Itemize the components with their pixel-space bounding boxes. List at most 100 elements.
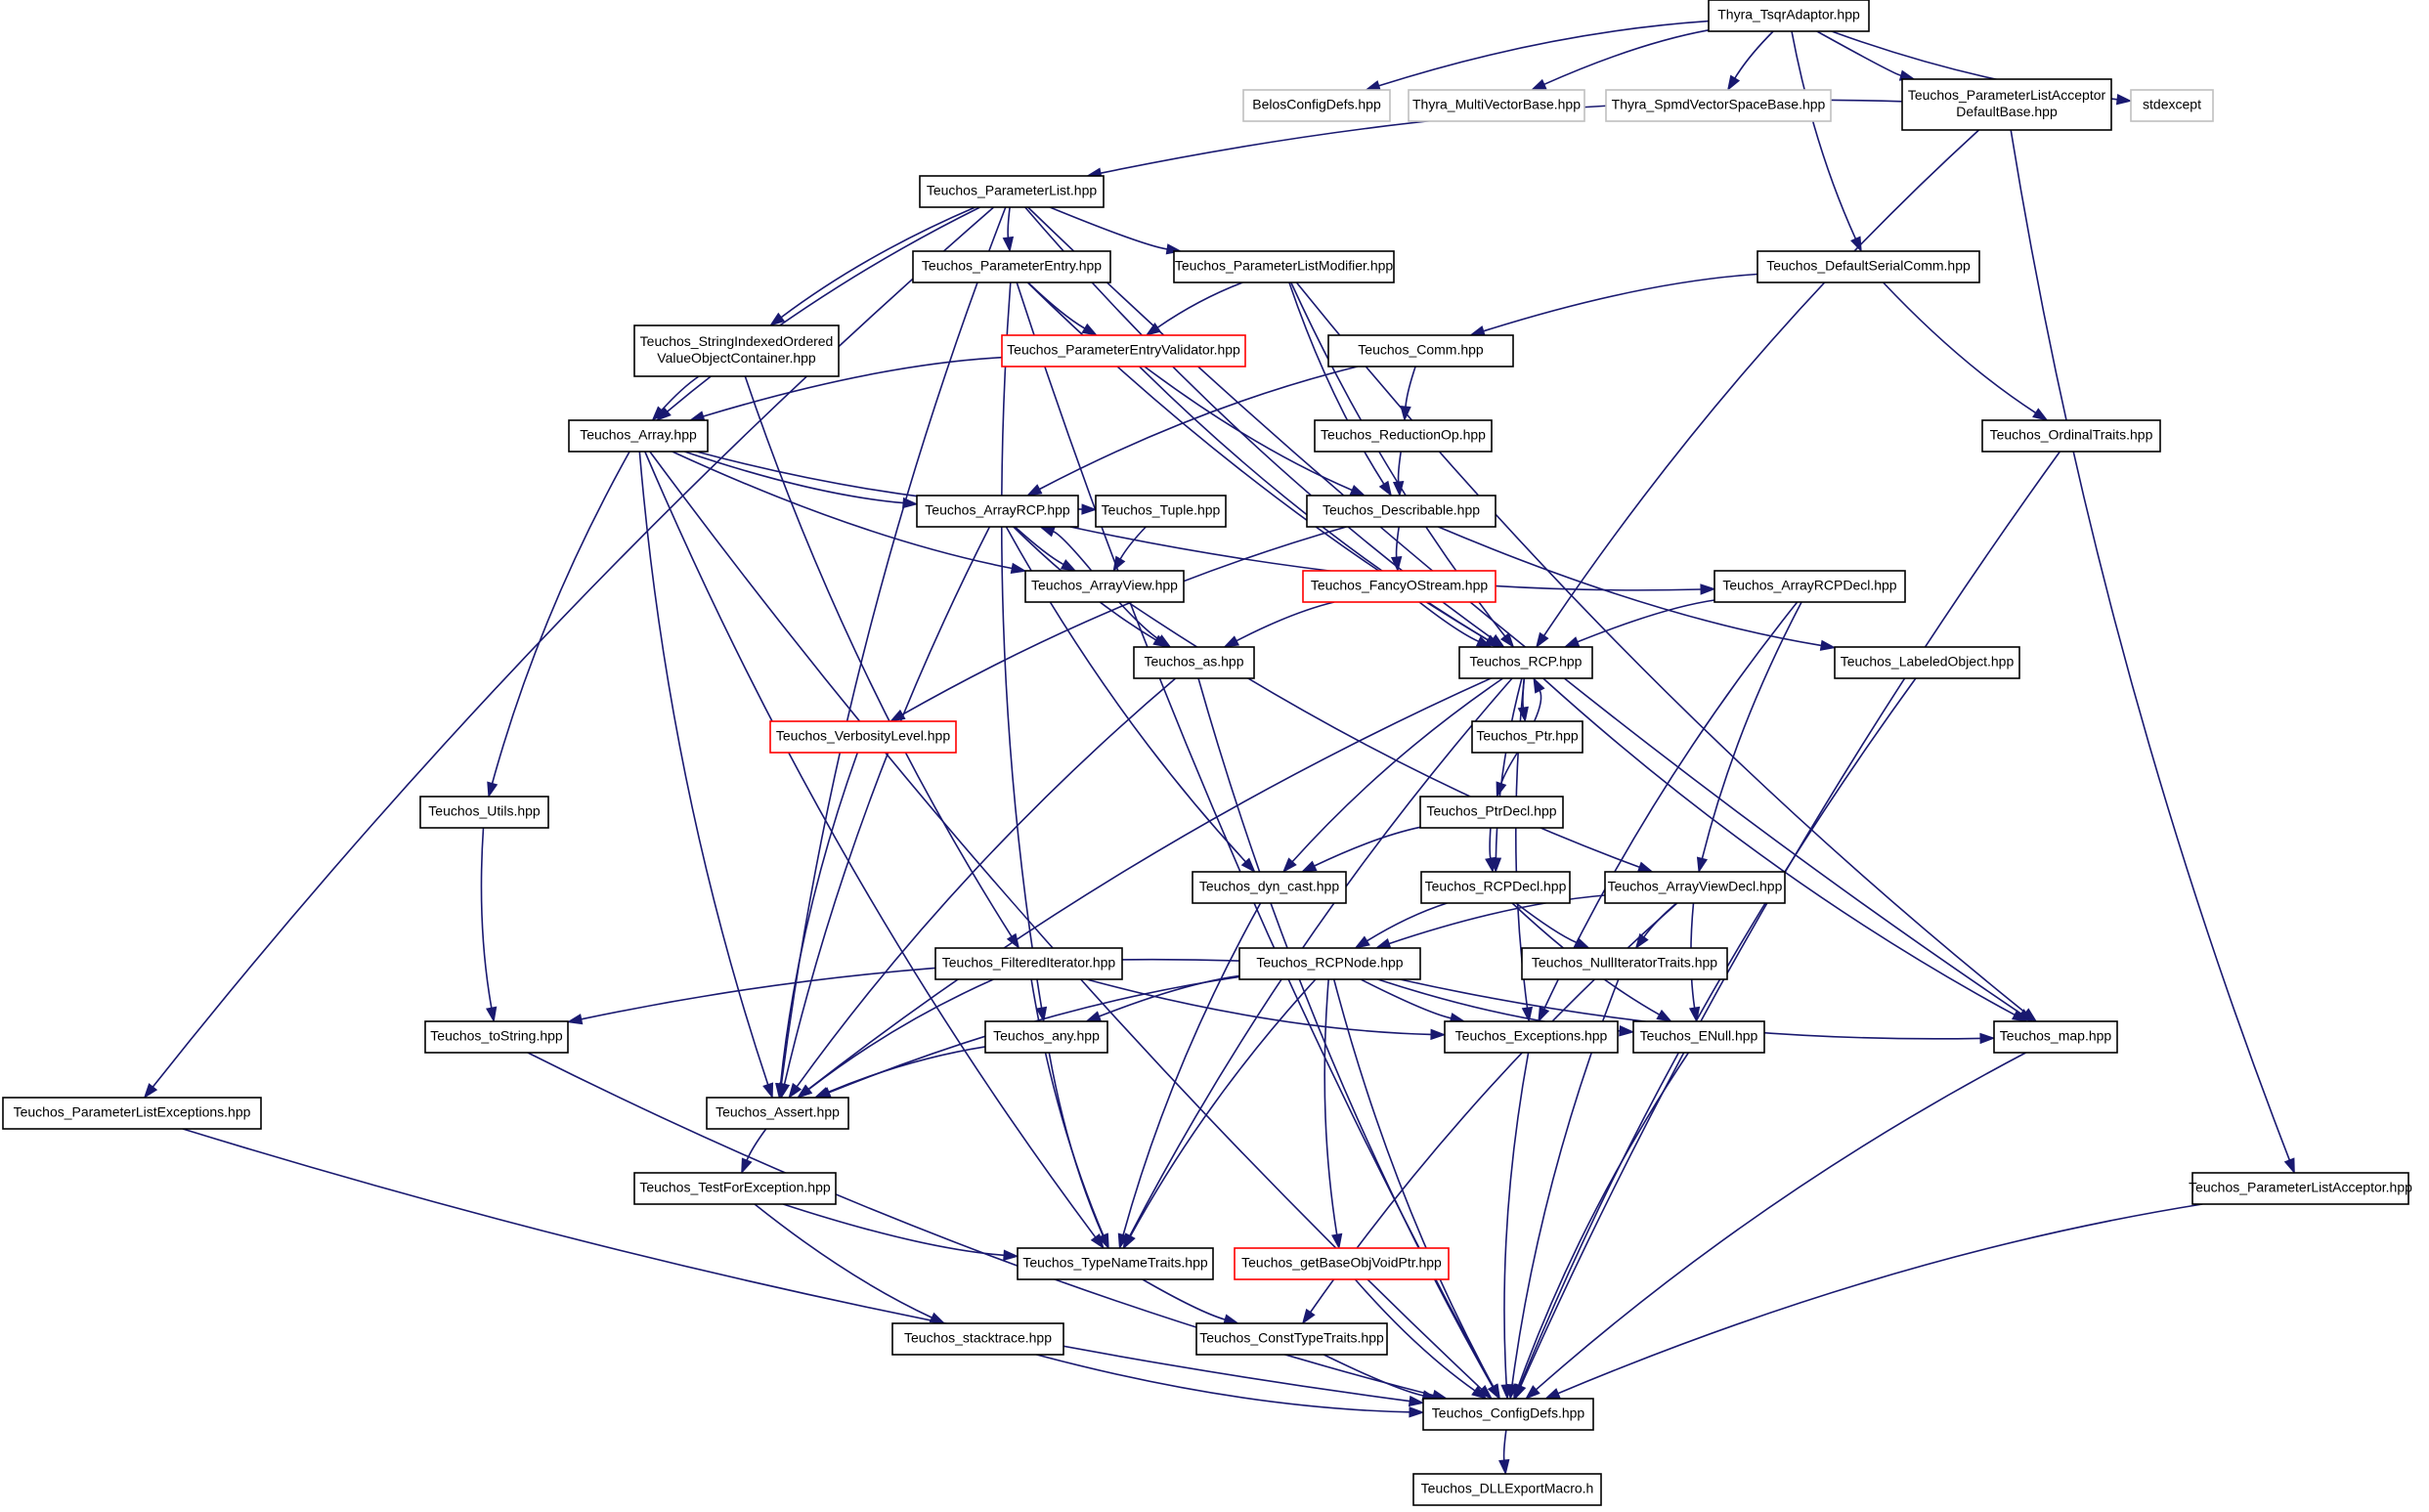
node-n37[interactable]: Teuchos_any.hpp xyxy=(984,1020,1108,1054)
node-box[interactable] xyxy=(1017,1247,1214,1280)
node-box[interactable] xyxy=(1024,570,1185,603)
node-box[interactable] xyxy=(1192,871,1347,904)
node-box[interactable] xyxy=(891,1322,1064,1356)
node-box[interactable] xyxy=(633,324,840,377)
node-box[interactable] xyxy=(1419,796,1564,829)
node-n26[interactable]: Teuchos_VerbosityLevel.hpp xyxy=(769,720,957,754)
node-n1[interactable]: Thyra_TsqrAdaptor.hpp xyxy=(1708,0,1870,32)
node-box[interactable] xyxy=(1708,0,1870,32)
node-n14[interactable]: Teuchos_Array.hpp xyxy=(568,419,709,453)
node-box[interactable] xyxy=(1314,419,1493,453)
node-n39[interactable]: Teuchos_ENull.hpp xyxy=(1632,1020,1765,1054)
node-box[interactable] xyxy=(934,947,1123,980)
node-n31[interactable]: Teuchos_RCPDecl.hpp xyxy=(1420,871,1571,904)
node-box[interactable] xyxy=(1713,570,1906,603)
node-n45[interactable]: Teuchos_TypeNameTraits.hpp xyxy=(1017,1247,1214,1280)
node-n49[interactable]: Teuchos_ConfigDefs.hpp xyxy=(1422,1398,1594,1431)
node-box[interactable] xyxy=(1234,1247,1450,1280)
node-n32[interactable]: Teuchos_ArrayViewDecl.hpp xyxy=(1604,871,1786,904)
node-n46[interactable]: Teuchos_getBaseObjVoidPtr.hpp xyxy=(1234,1247,1450,1280)
node-n24[interactable]: Teuchos_RCP.hpp xyxy=(1458,646,1593,679)
node-box[interactable] xyxy=(1757,250,1980,283)
node-n3[interactable]: Thyra_MultiVectorBase.hpp xyxy=(1408,89,1585,122)
node-box[interactable] xyxy=(1306,495,1496,528)
node-n2[interactable]: BelosConfigDefs.hpp xyxy=(1242,89,1391,122)
node-box[interactable] xyxy=(2191,1172,2409,1205)
node-n20[interactable]: Teuchos_ArrayView.hpp xyxy=(1024,570,1185,603)
node-box[interactable] xyxy=(1412,1473,1602,1506)
node-n7[interactable]: Teuchos_ParameterList.hpp xyxy=(919,175,1105,208)
node-box[interactable] xyxy=(916,495,1079,528)
node-n16[interactable]: Teuchos_OrdinalTraits.hpp xyxy=(1981,419,2161,453)
node-n10[interactable]: Teuchos_DefaultSerialComm.hpp xyxy=(1757,250,1980,283)
node-box[interactable] xyxy=(1604,871,1786,904)
node-box[interactable] xyxy=(1327,334,1514,367)
node-box[interactable] xyxy=(2130,89,2214,122)
node-box[interactable] xyxy=(1173,250,1395,283)
node-box[interactable] xyxy=(1302,570,1496,603)
node-box[interactable] xyxy=(419,796,549,829)
node-n11[interactable]: Teuchos_StringIndexedOrderedValueObjectC… xyxy=(633,324,840,377)
node-box[interactable] xyxy=(1521,947,1728,980)
node-box[interactable] xyxy=(1444,1020,1619,1054)
node-n28[interactable]: Teuchos_Utils.hpp xyxy=(419,796,549,829)
node-box[interactable] xyxy=(1632,1020,1765,1054)
node-box[interactable] xyxy=(1605,89,1832,122)
node-box[interactable] xyxy=(1408,89,1585,122)
node-box[interactable] xyxy=(633,1172,837,1205)
node-n22[interactable]: Teuchos_ArrayRCPDecl.hpp xyxy=(1713,570,1906,603)
node-n50[interactable]: Teuchos_DLLExportMacro.h xyxy=(1412,1473,1602,1506)
node-box[interactable] xyxy=(919,175,1105,208)
node-n27[interactable]: Teuchos_Ptr.hpp xyxy=(1471,720,1583,754)
node-n19[interactable]: Teuchos_Describable.hpp xyxy=(1306,495,1496,528)
node-n41[interactable]: Teuchos_ParameterListExceptions.hpp xyxy=(2,1097,262,1130)
node-box[interactable] xyxy=(424,1020,569,1054)
node-box[interactable] xyxy=(1420,871,1571,904)
node-box[interactable] xyxy=(1238,947,1421,980)
node-box[interactable] xyxy=(769,720,957,754)
node-n5[interactable]: Teuchos_ParameterListAcceptorDefaultBase… xyxy=(1901,78,2112,131)
node-n48[interactable]: Teuchos_ConstTypeTraits.hpp xyxy=(1195,1322,1388,1356)
node-n25[interactable]: Teuchos_LabeledObject.hpp xyxy=(1834,646,2020,679)
node-n29[interactable]: Teuchos_PtrDecl.hpp xyxy=(1419,796,1564,829)
node-n47[interactable]: Teuchos_stacktrace.hpp xyxy=(891,1322,1064,1356)
node-n40[interactable]: Teuchos_map.hpp xyxy=(1993,1020,2118,1054)
node-n44[interactable]: Teuchos_ParameterListAcceptor.hpp xyxy=(2189,1172,2412,1205)
node-n21[interactable]: Teuchos_FancyOStream.hpp xyxy=(1302,570,1496,603)
node-n12[interactable]: Teuchos_ParameterEntryValidator.hpp xyxy=(1001,334,1246,367)
node-n6[interactable]: stdexcept xyxy=(2130,89,2214,122)
node-box[interactable] xyxy=(1095,495,1227,528)
node-n43[interactable]: Teuchos_TestForException.hpp xyxy=(633,1172,837,1205)
node-box[interactable] xyxy=(1422,1398,1594,1431)
node-box[interactable] xyxy=(1993,1020,2118,1054)
node-n34[interactable]: Teuchos_RCPNode.hpp xyxy=(1238,947,1421,980)
node-n33[interactable]: Teuchos_FilteredIterator.hpp xyxy=(934,947,1123,980)
node-n9[interactable]: Teuchos_ParameterListModifier.hpp xyxy=(1173,250,1395,283)
node-box[interactable] xyxy=(1195,1322,1388,1356)
node-n36[interactable]: Teuchos_toString.hpp xyxy=(424,1020,569,1054)
node-n18[interactable]: Teuchos_Tuple.hpp xyxy=(1095,495,1227,528)
node-n30[interactable]: Teuchos_dyn_cast.hpp xyxy=(1192,871,1347,904)
node-n38[interactable]: Teuchos_Exceptions.hpp xyxy=(1444,1020,1619,1054)
node-box[interactable] xyxy=(1133,646,1255,679)
node-box[interactable] xyxy=(1981,419,2161,453)
node-n42[interactable]: Teuchos_Assert.hpp xyxy=(706,1097,849,1130)
node-box[interactable] xyxy=(1458,646,1593,679)
node-box[interactable] xyxy=(984,1020,1108,1054)
node-n35[interactable]: Teuchos_NullIteratorTraits.hpp xyxy=(1521,947,1728,980)
node-n23[interactable]: Teuchos_as.hpp xyxy=(1133,646,1255,679)
node-box[interactable] xyxy=(2,1097,262,1130)
node-box[interactable] xyxy=(912,250,1111,283)
node-box[interactable] xyxy=(706,1097,849,1130)
node-box[interactable] xyxy=(1901,78,2112,131)
node-n8[interactable]: Teuchos_ParameterEntry.hpp xyxy=(912,250,1111,283)
node-n15[interactable]: Teuchos_ReductionOp.hpp xyxy=(1314,419,1493,453)
node-box[interactable] xyxy=(1242,89,1391,122)
node-box[interactable] xyxy=(1834,646,2020,679)
node-box[interactable] xyxy=(1471,720,1583,754)
node-box[interactable] xyxy=(1001,334,1246,367)
node-n13[interactable]: Teuchos_Comm.hpp xyxy=(1327,334,1514,367)
node-box[interactable] xyxy=(568,419,709,453)
node-n4[interactable]: Thyra_SpmdVectorSpaceBase.hpp xyxy=(1605,89,1832,122)
node-n17[interactable]: Teuchos_ArrayRCP.hpp xyxy=(916,495,1079,528)
